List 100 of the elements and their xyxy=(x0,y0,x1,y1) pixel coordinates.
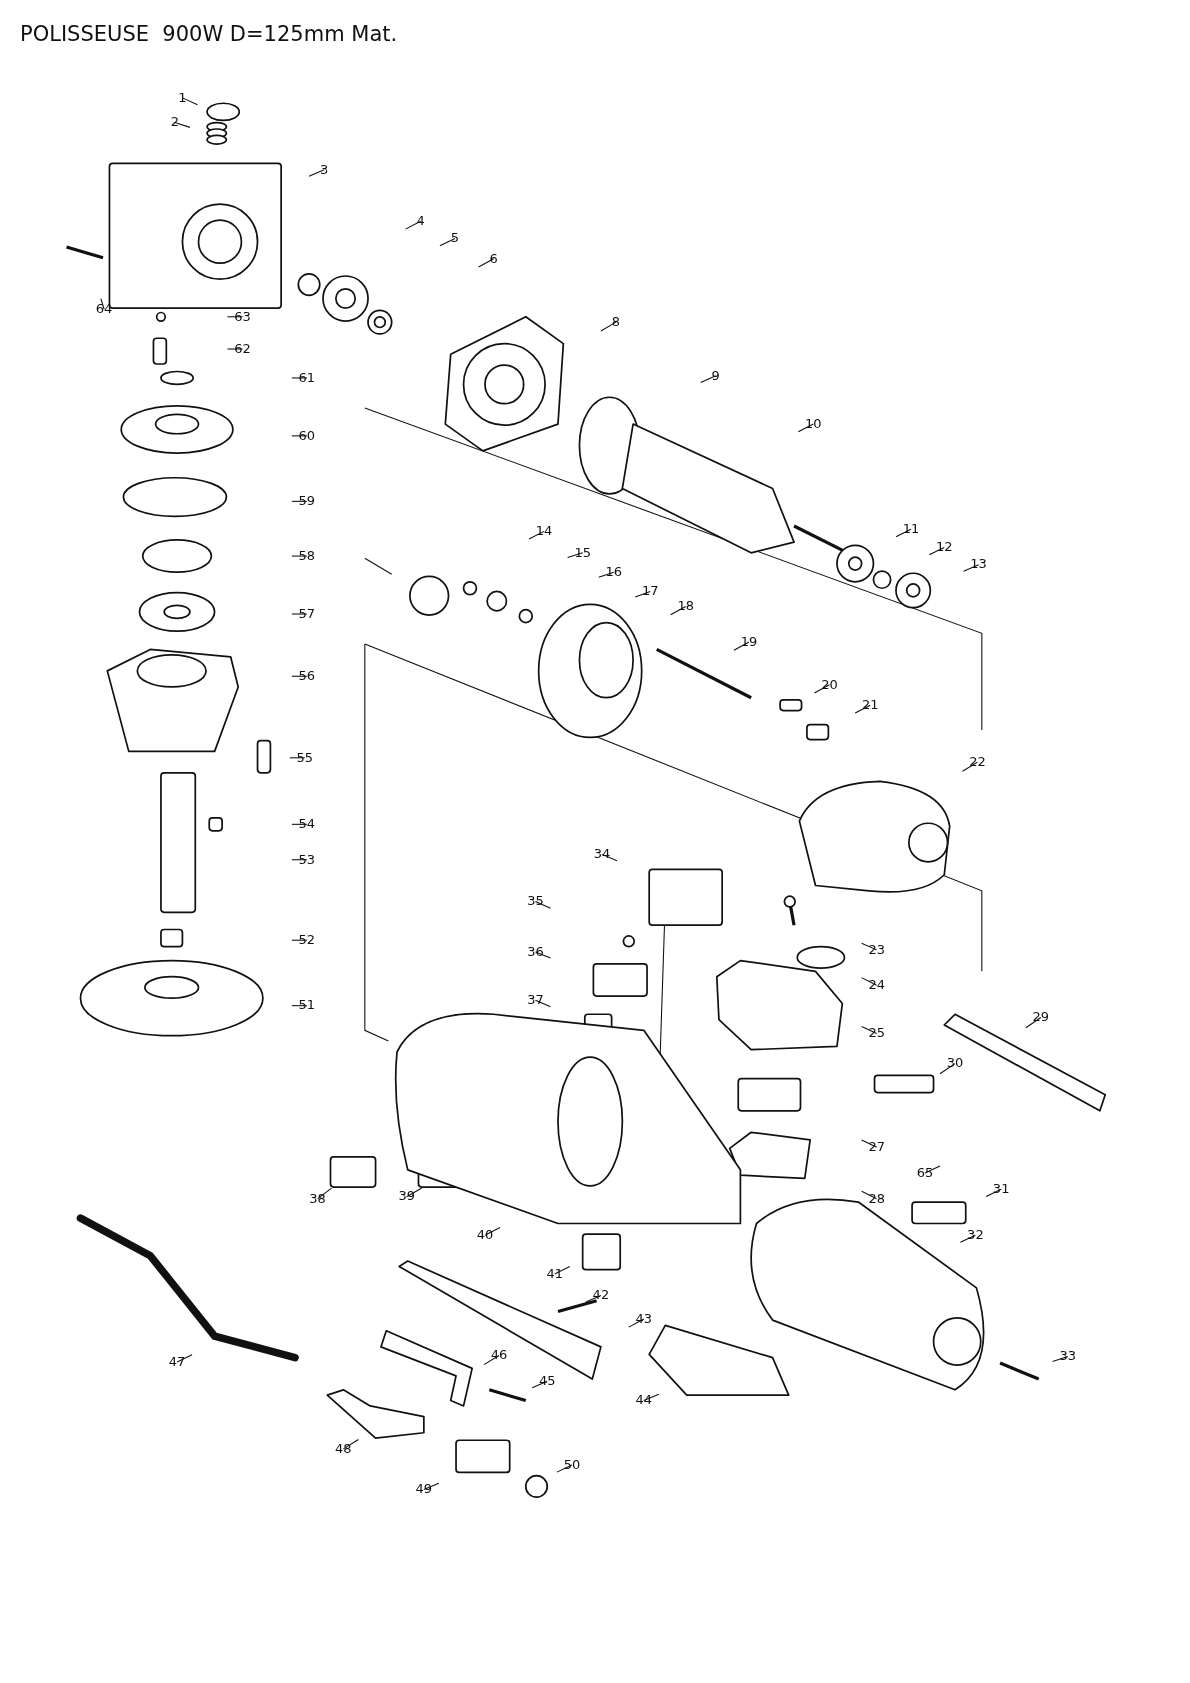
callout-number: 24 xyxy=(867,977,886,994)
leader-line xyxy=(423,1482,440,1491)
callout-number: 49 xyxy=(414,1481,434,1498)
callout-number: 47 xyxy=(167,1353,187,1370)
callout-number: 13 xyxy=(969,556,988,573)
callout-number: 48 xyxy=(334,1440,353,1457)
leader-line xyxy=(600,321,617,332)
leader-line xyxy=(291,1005,308,1007)
leader-line xyxy=(534,999,551,1008)
callout-number: 56 xyxy=(297,668,317,684)
leader-line xyxy=(963,564,980,572)
callout-number: 9 xyxy=(710,367,721,384)
leader-line xyxy=(528,530,545,540)
callout-number: 59 xyxy=(297,493,317,510)
callout-number: 46 xyxy=(489,1347,509,1364)
leader-line xyxy=(861,977,878,986)
leader-line xyxy=(797,423,814,433)
callout-number: 8 xyxy=(610,313,622,330)
leader-line xyxy=(308,169,325,177)
leader-line xyxy=(670,605,687,616)
leader-line xyxy=(628,1318,645,1328)
callout-number: 3 xyxy=(318,161,330,178)
leader-line xyxy=(534,951,551,959)
callout-number: 28 xyxy=(867,1190,886,1207)
leader-line xyxy=(700,375,717,384)
callout-number: 17 xyxy=(641,583,660,600)
callout-number: 38 xyxy=(308,1190,327,1207)
leader-line xyxy=(174,122,191,128)
leader-line xyxy=(531,1380,548,1389)
callout-number: 5 xyxy=(449,230,461,247)
callout-number: 34 xyxy=(592,846,612,863)
callout-number: 43 xyxy=(634,1310,654,1327)
leader-line xyxy=(895,528,912,538)
callout-number: 40 xyxy=(475,1227,495,1244)
callout-number: 20 xyxy=(820,676,839,693)
callout-number: 15 xyxy=(573,544,592,561)
leader-line xyxy=(317,1187,333,1200)
leader-line xyxy=(226,316,244,318)
callout-number: 58 xyxy=(297,547,317,564)
leader-line xyxy=(813,684,830,694)
leader-line xyxy=(556,1464,573,1473)
leader-line xyxy=(861,1190,878,1200)
callout-number: 4 xyxy=(415,213,426,230)
callout-number: 33 xyxy=(1058,1348,1077,1365)
callout-number: 23 xyxy=(867,941,886,958)
leader-line xyxy=(483,1354,500,1366)
leader-line xyxy=(585,1294,602,1303)
diagram-title: POLISSEUSE 900W D=125mm Mat. xyxy=(20,22,398,46)
callout-number: 29 xyxy=(1031,1009,1051,1026)
callout-number: 39 xyxy=(397,1188,416,1205)
callout-number: 21 xyxy=(860,697,880,713)
leader-line xyxy=(291,613,308,615)
callout-number: 36 xyxy=(526,943,545,960)
leader-line xyxy=(291,675,308,677)
leader-line xyxy=(291,435,308,437)
leader-line xyxy=(405,220,422,230)
callout-number: 51 xyxy=(297,997,317,1014)
leader-line xyxy=(291,939,308,941)
leader-line xyxy=(554,1265,571,1275)
callout-number: 22 xyxy=(968,753,987,770)
callout-number: 42 xyxy=(591,1287,611,1304)
callout-number: 55 xyxy=(295,749,314,766)
leader-line xyxy=(634,590,651,598)
callout-number: 52 xyxy=(297,931,317,948)
callout-number: 54 xyxy=(297,816,317,833)
callout-number: 30 xyxy=(945,1055,965,1072)
leader-line xyxy=(176,1354,193,1363)
leader-line xyxy=(598,571,615,578)
leader-line xyxy=(861,1139,878,1148)
callout-number: 37 xyxy=(526,992,545,1009)
leader-line xyxy=(861,942,878,951)
leader-line xyxy=(534,901,551,909)
leader-line xyxy=(854,704,871,714)
leader-line xyxy=(928,546,945,556)
callout-number: 18 xyxy=(676,598,695,615)
callout-number: 35 xyxy=(526,893,545,910)
callout-number: 2 xyxy=(169,114,181,131)
callout-number: 11 xyxy=(901,521,921,537)
callout-number: 44 xyxy=(634,1392,654,1409)
leader-line xyxy=(291,859,308,861)
callout-number: 60 xyxy=(297,427,317,444)
leader-line xyxy=(439,237,456,247)
leader-line xyxy=(1052,1356,1069,1363)
leader-line xyxy=(289,757,306,759)
callout-number: 31 xyxy=(991,1180,1011,1197)
leader-line xyxy=(861,1026,878,1035)
callout-number: 1 xyxy=(177,89,188,106)
callout-number: 6 xyxy=(488,250,499,267)
leader-line xyxy=(291,555,308,557)
callout-number: 32 xyxy=(966,1227,985,1244)
callout-number: 50 xyxy=(562,1456,582,1473)
callout-number: 61 xyxy=(297,369,317,386)
callout-number: 41 xyxy=(545,1265,564,1282)
leader-line xyxy=(342,1438,359,1450)
callout-number: 19 xyxy=(739,633,759,650)
leader-line xyxy=(985,1188,1002,1197)
leader-line xyxy=(291,823,308,825)
leader-line xyxy=(962,761,979,772)
callout-number: 27 xyxy=(867,1139,886,1156)
leader-line xyxy=(100,298,105,310)
